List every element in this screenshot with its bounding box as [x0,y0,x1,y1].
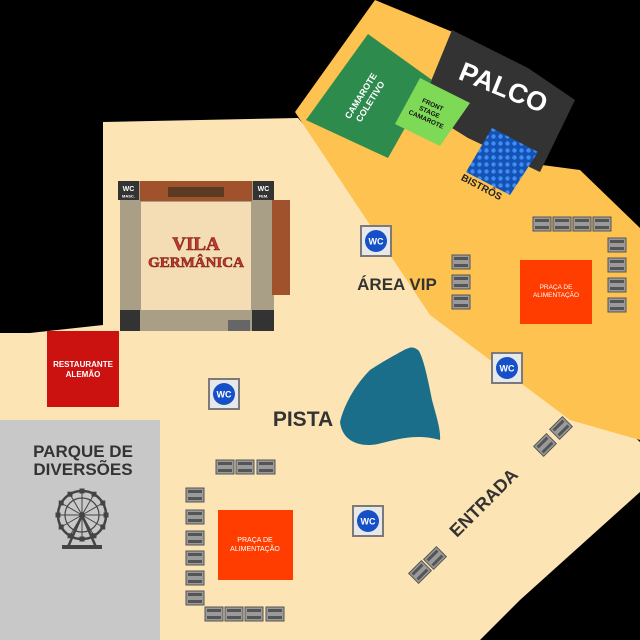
bench-icon [451,294,471,310]
bench-icon [407,559,433,585]
bench-icon [548,415,574,441]
bench-icon [552,216,572,232]
bench-icon [185,550,205,566]
wc-fem-tag-sub: FEM. [259,194,269,199]
bench-icon [215,459,235,475]
wc-icon[interactable]: WC [208,378,240,410]
praca-alimentacao-pista[interactable] [218,510,293,580]
bench-icon [607,277,627,293]
bistros-area [466,128,538,195]
praca-pista-label-line2: ALIMENTAÇÃO [230,544,280,553]
bench-icon [607,297,627,313]
praca-alimentacao-vip[interactable] [520,260,592,324]
front-stage-label: FRONT STAGE CAMAROTE [407,97,445,130]
vila-side-building [272,200,290,295]
restaurante-label-line1: RESTAURANTE [53,360,114,369]
wc-masc-tag-sub: MASC. [122,194,135,199]
vila-courtyard [141,202,251,310]
bench-icon [224,606,244,622]
bench-icon [185,509,205,525]
wc-icons-group: WC WC WC WC [208,225,523,537]
praca-vip-label-line1: PRAÇA DE [540,284,574,291]
palco-stage [420,30,575,172]
bench-icon [532,432,558,458]
bench-icon [185,590,205,606]
vila-corner-bl [120,310,140,331]
benches-group [185,216,627,622]
camarote-coletivo-area [306,34,432,158]
area-vip-label: ÁREA VIP [357,275,437,294]
parque-label-line1: PARQUE DE [33,442,133,461]
wc-icon-label: WC [361,517,376,527]
bench-icon [185,530,205,546]
bench-icon [451,274,471,290]
wc-masc-tag[interactable]: WC MASC. [118,181,139,200]
bench-icon [422,545,448,571]
wc-fem-tag-label: WC [258,186,270,193]
bench-icon [592,216,612,232]
bench-icon [256,459,276,475]
bench-icon [185,487,205,503]
wc-icon-label: WC [217,390,232,400]
wc-icon[interactable]: WC [491,352,523,384]
ferris-wheel-icon [55,488,109,549]
bench-icon [607,237,627,253]
praca-pista-label-line1: PRAÇA DE [237,537,273,544]
wc-fem-tag[interactable]: WC FEM. [253,181,274,200]
vila-roof-top-dark [168,187,224,197]
vila-door [228,320,250,331]
wc-icon-label: WC [369,237,384,247]
vila-title-line1: VILA [172,234,220,255]
wc-icon[interactable]: WC [352,505,384,537]
restaurante-label-line2: ALEMÃO [66,370,101,379]
parque-label-line2: DIVERSÕES [33,459,132,479]
restaurante-alemao[interactable] [47,331,119,407]
bench-icon [204,606,224,622]
pista-label: PISTA [273,408,333,431]
wc-icon-label: WC [500,364,515,374]
bench-icon [572,216,592,232]
vila-title-line2: GERMÂNICA [148,254,244,271]
bench-icon [451,254,471,270]
bench-icon [607,257,627,273]
bench-icon [185,570,205,586]
front-stage-camarote-area [395,78,470,146]
vila-germanica[interactable] [120,181,290,331]
parque-diversoes-area [0,420,160,640]
bench-icon [244,606,264,622]
wc-icon[interactable]: WC [360,225,392,257]
bench-icon [265,606,285,622]
bench-icon [532,216,552,232]
praca-vip-label-line2: ALIMENTAÇÃO [533,290,579,299]
wc-masc-tag-label: WC [123,186,135,193]
bench-icon [235,459,255,475]
lake [340,347,441,446]
vila-corner-br [252,310,274,331]
